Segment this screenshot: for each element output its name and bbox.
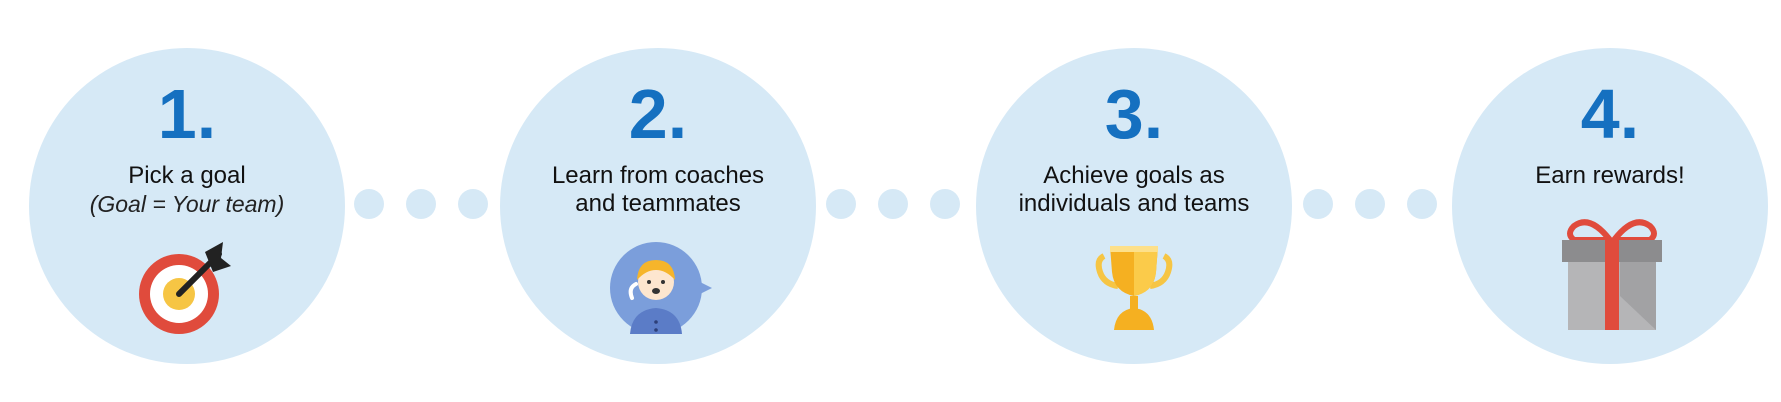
step-title-line-1: Learn from coaches xyxy=(551,162,765,189)
trophy-icon xyxy=(1095,246,1173,330)
step-4-circle: 4. Earn rewards! xyxy=(1452,48,1768,364)
step-title-line-1: Achieve goals as xyxy=(1043,162,1225,189)
step-number: 3. xyxy=(1104,75,1164,153)
connector-dot xyxy=(930,189,960,219)
step-title: Earn rewards! xyxy=(1535,162,1685,189)
step-3-circle: 3. Achieve goals as individuals and team… xyxy=(976,48,1292,364)
step-subtitle: (Goal = Your team) xyxy=(89,191,285,217)
step-title-line-2: and teammates xyxy=(575,190,741,217)
step-title: Pick a goal xyxy=(128,162,246,189)
connector-dot xyxy=(1355,189,1385,219)
step-1-circle: 1. Pick a goal (Goal = Your team) xyxy=(29,48,345,364)
step-2-circle: 2. Learn from coaches and teammates xyxy=(500,48,816,364)
coach-avatar-icon xyxy=(610,242,712,334)
connector-dot xyxy=(1303,189,1333,219)
gift-icon xyxy=(1562,219,1662,330)
connector-dot xyxy=(406,189,436,219)
connector-dot xyxy=(354,189,384,219)
connector-dot xyxy=(1407,189,1437,219)
connector-dot xyxy=(878,189,908,219)
step-title-line-2: individuals and teams xyxy=(1018,190,1250,217)
connector-dot xyxy=(826,189,856,219)
step-number: 4. xyxy=(1580,75,1640,153)
step-number: 1. xyxy=(157,75,217,153)
target-icon xyxy=(139,242,231,334)
step-number: 2. xyxy=(628,75,688,153)
connector-dot xyxy=(458,189,488,219)
